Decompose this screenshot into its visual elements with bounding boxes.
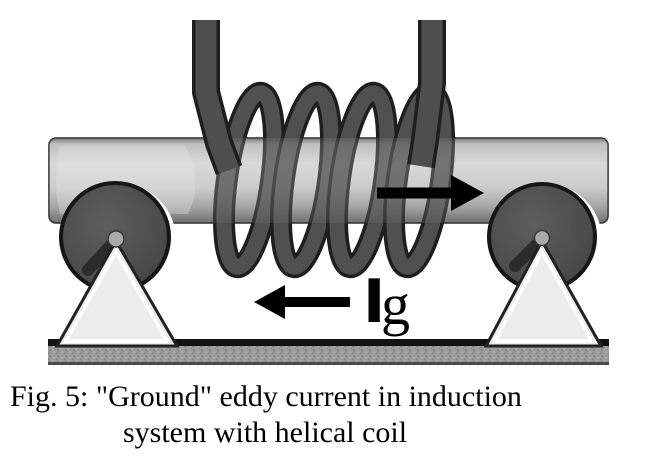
ground-base-bar: [48, 346, 609, 363]
right-roller-assembly: [483, 182, 604, 348]
left-roller-shadow: [82, 237, 119, 276]
left-support-triangle: [54, 237, 180, 348]
current-symbol: I: [363, 267, 385, 337]
ground-base-bottom-edge: [48, 362, 609, 365]
ground-base: [48, 339, 609, 365]
left-roller-pin: [107, 230, 125, 248]
figure-caption-line1: Fig. 5: "Ground" eddy current in inducti…: [10, 380, 522, 413]
induction-system-illustration: I g: [48, 20, 609, 365]
ground-current-arrow-icon: [254, 285, 350, 319]
right-roller-pin: [533, 229, 551, 247]
figure-caption: Fig. 5: "Ground" eddy current in inducti…: [10, 379, 522, 451]
coil-lead-left: [192, 20, 243, 175]
left-support-inner-edge: [63, 248, 171, 343]
right-support-inner-edge: [492, 248, 595, 343]
current-subscript: g: [381, 272, 410, 337]
coil-lead-right: [407, 20, 446, 169]
ground-current-label: I g: [363, 267, 410, 337]
right-roller-shadow: [509, 237, 544, 272]
rod-sheen-overlay: [49, 138, 608, 223]
right-support-triangle: [483, 237, 604, 348]
ground-base-top-line: [48, 339, 609, 347]
rod-motion-arrow-icon: [377, 175, 484, 211]
left-roller-assembly: [54, 181, 180, 348]
figure-caption-line2: system with helical coil: [123, 416, 408, 449]
